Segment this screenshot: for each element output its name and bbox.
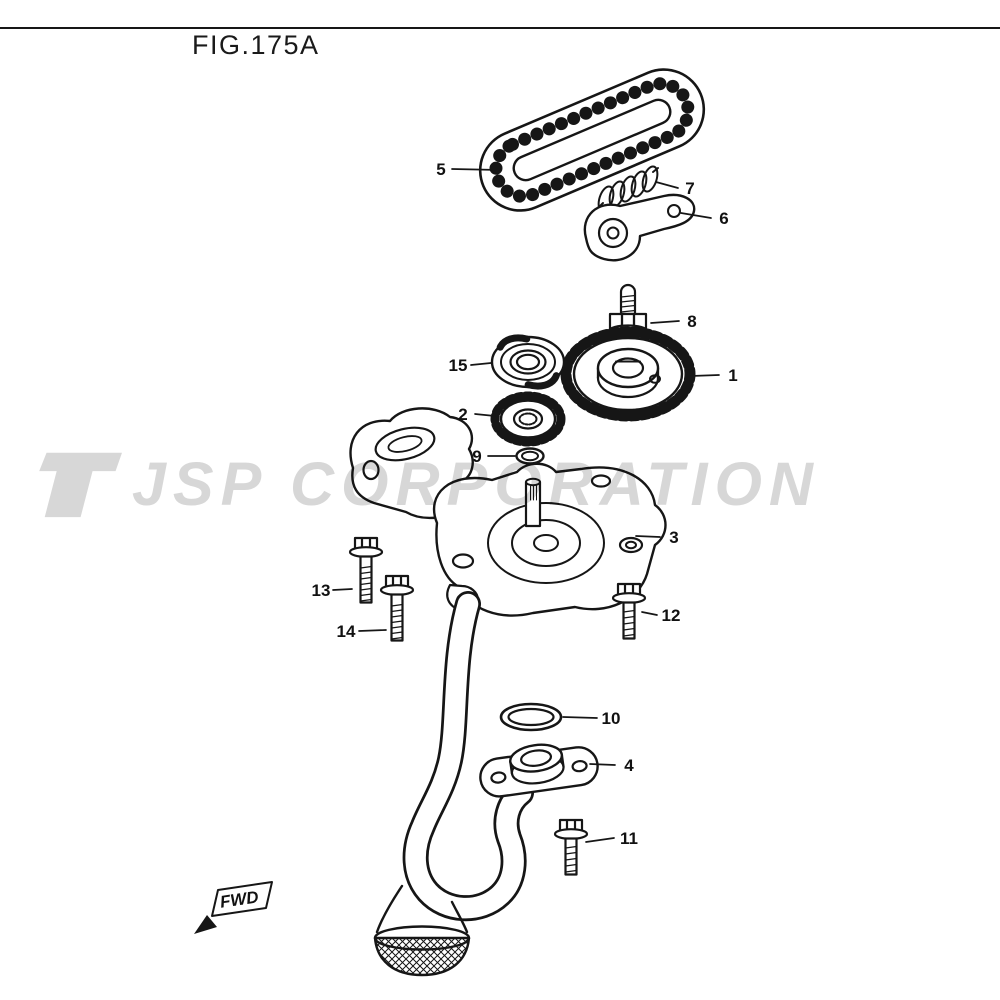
callout-14: 14 bbox=[337, 622, 387, 641]
part-number-4: 4 bbox=[624, 756, 634, 775]
oil-pickup-tube-drawing bbox=[373, 591, 534, 977]
callout-8: 8 bbox=[650, 312, 697, 331]
top-border-rule bbox=[0, 27, 1000, 29]
part-number-3: 3 bbox=[669, 528, 678, 547]
part-number-5: 5 bbox=[436, 160, 445, 179]
o-ring-drawing bbox=[499, 702, 563, 732]
oil-pump-body-drawing bbox=[349, 407, 667, 617]
part-number-8: 8 bbox=[687, 312, 696, 331]
part-number-15: 15 bbox=[449, 356, 468, 375]
washer-ring-drawing bbox=[515, 447, 545, 465]
callout-4: 4 bbox=[589, 756, 634, 775]
callout-15: 15 bbox=[449, 356, 492, 375]
fwd-marker: FWD bbox=[194, 881, 273, 934]
chain-tensioner-drawing bbox=[583, 193, 696, 262]
drive-gear-drawing bbox=[490, 391, 566, 447]
callout-10: 10 bbox=[562, 709, 621, 728]
timing-chain-drawing bbox=[478, 68, 706, 212]
callout-12: 12 bbox=[641, 606, 681, 625]
part-number-10: 10 bbox=[602, 709, 621, 728]
flange-bolt-11-drawing bbox=[553, 818, 589, 876]
callout-2: 2 bbox=[458, 405, 496, 424]
callout-5: 5 bbox=[436, 160, 501, 179]
callout-1: 1 bbox=[690, 366, 738, 385]
fwd-arrow-icon bbox=[194, 915, 217, 934]
part-number-14: 14 bbox=[337, 622, 356, 641]
inlet-flange-drawing bbox=[479, 743, 599, 798]
mount-bolt-13-drawing bbox=[348, 536, 384, 604]
callout-3: 3 bbox=[635, 528, 679, 547]
part-number-9: 9 bbox=[472, 447, 481, 466]
mount-bolt-12-drawing bbox=[611, 582, 647, 640]
bearing-drawing bbox=[490, 334, 566, 390]
part-number-11: 11 bbox=[620, 829, 638, 848]
figure-title: FIG.175A bbox=[192, 30, 320, 60]
part-number-12: 12 bbox=[662, 606, 681, 625]
callout-11: 11 bbox=[585, 829, 638, 848]
callouts: 5 7 6 8 1 15 2 bbox=[312, 160, 738, 848]
part-number-13: 13 bbox=[312, 581, 331, 600]
oil-pump-sprocket-drawing bbox=[560, 326, 696, 422]
callout-7: 7 bbox=[655, 179, 695, 198]
callout-9: 9 bbox=[472, 447, 516, 466]
callout-6: 6 bbox=[680, 209, 729, 228]
part-number-1: 1 bbox=[728, 366, 737, 385]
part-number-7: 7 bbox=[685, 179, 694, 198]
part-number-2: 2 bbox=[458, 405, 467, 424]
part-number-6: 6 bbox=[719, 209, 728, 228]
callout-13: 13 bbox=[312, 581, 353, 600]
